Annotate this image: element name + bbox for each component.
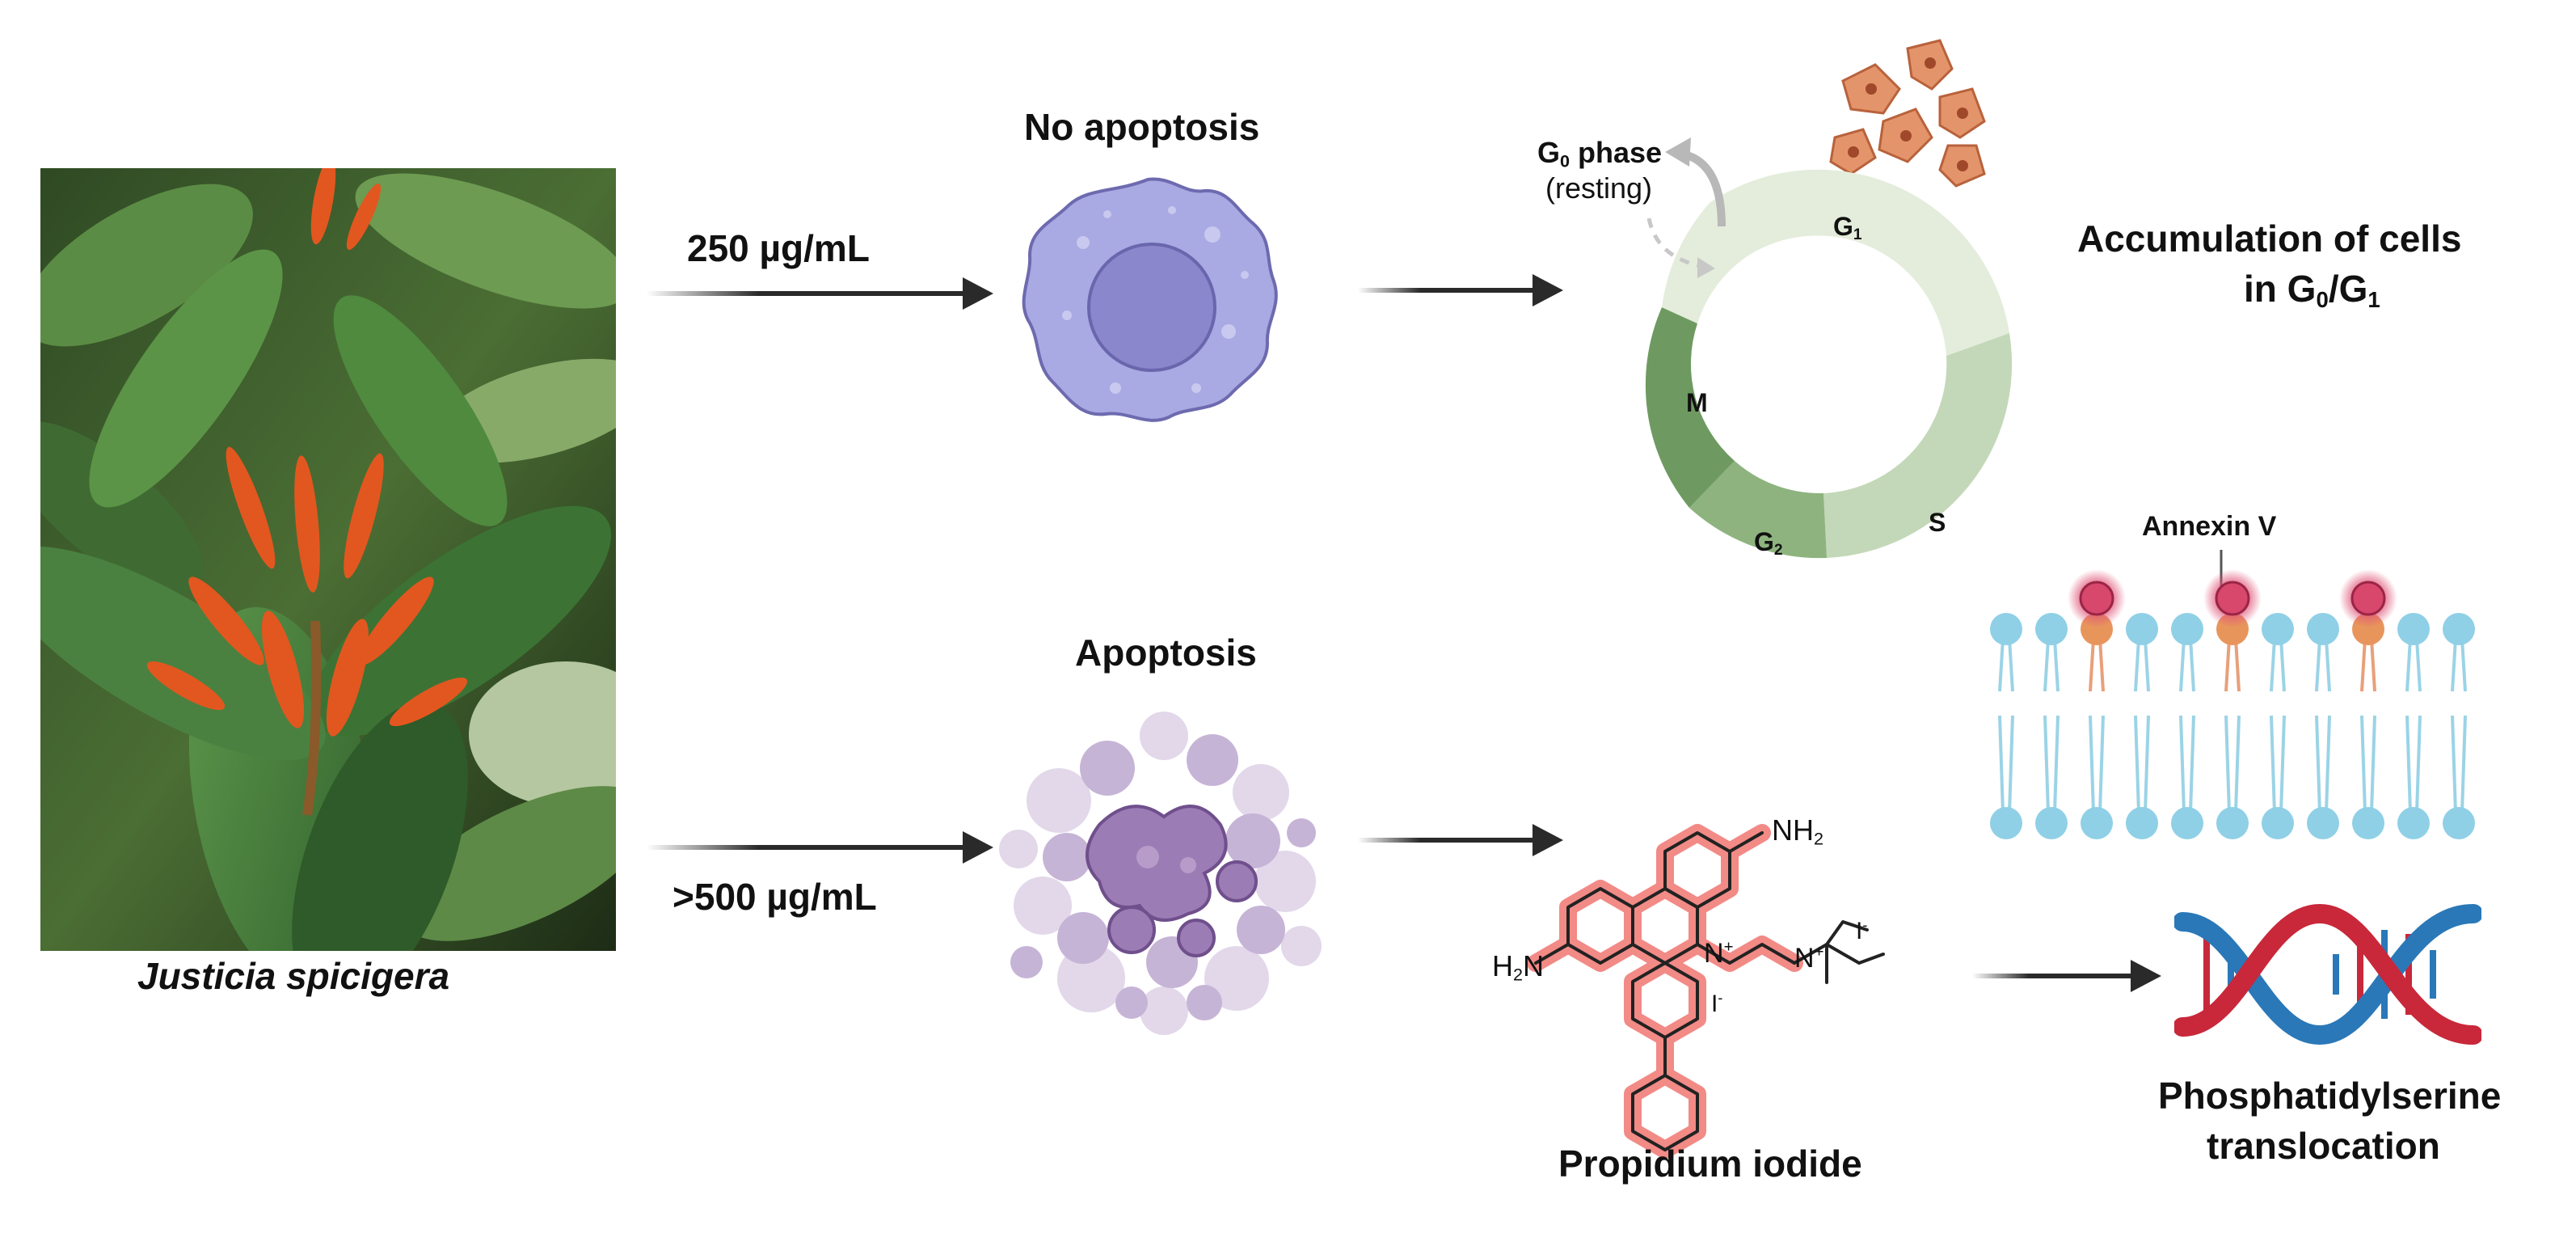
healthy-cell <box>1022 177 1278 422</box>
leaf <box>40 546 326 761</box>
cycle-label-g1: G1 <box>1833 212 1862 243</box>
plant-photo-art <box>40 168 616 951</box>
leaf <box>292 701 468 951</box>
dose-label-low: 250 µg/mL <box>687 227 870 269</box>
cell-cluster-icon <box>1829 39 1986 188</box>
molecule-label-iodide-2: I- <box>1856 917 1868 944</box>
propidium-iodide-structure <box>1527 824 1885 1159</box>
flower-cluster <box>146 168 468 737</box>
cycle-label-m: M <box>1686 388 1708 417</box>
cycle-label-s: S <box>1929 508 1946 537</box>
molecule-label-iodide-1: I- <box>1711 990 1723 1017</box>
arrow-dose-high <box>647 831 993 864</box>
molecule-label-nh2-top: NH2 <box>1772 813 1824 849</box>
molecule-label-h2n-left: H2N <box>1492 949 1545 985</box>
arrow-to-dna <box>1972 960 2161 992</box>
leaf <box>89 249 283 508</box>
cycle-segment-s <box>1823 333 2013 558</box>
apoptosis-title: Apoptosis <box>1075 632 1257 674</box>
leaf <box>333 295 508 526</box>
apoptotic-cell <box>999 712 1322 1035</box>
resting-note: (resting) <box>1545 171 1653 205</box>
plant-photo <box>40 168 616 951</box>
g0-phase-label: G0 phase <box>1537 136 1663 171</box>
plant-caption: Justicia spicigera <box>137 955 450 997</box>
lipid-bilayer <box>1990 550 2475 839</box>
arrow-to-propidium <box>1358 824 1563 856</box>
annexin-label: Annexin V <box>2142 511 2277 542</box>
no-apoptosis-title: No apoptosis <box>1024 106 1260 148</box>
dna-helix <box>2174 903 2481 1046</box>
cycle-segment-g1 <box>1710 169 2009 356</box>
arrow-to-cycle <box>1358 274 1563 306</box>
resting-arrows <box>1646 137 1726 278</box>
cell-cycle-ring <box>1645 169 2013 559</box>
accumulation-title: Accumulation of cells <box>2077 218 2462 260</box>
cycle-segment-m <box>1645 307 1735 508</box>
molecule-label-n-plus-amine: N+ <box>1794 943 1824 974</box>
cycle-segment-g2 <box>1689 461 1827 559</box>
accumulation-title-line2: in G0/G1 <box>2244 268 2380 312</box>
molecule-label-n-plus-ring: N+ <box>1704 938 1734 969</box>
arrow-dose-low <box>647 277 993 310</box>
cycle-label-g2: G2 <box>1754 527 1783 559</box>
dose-label-high: >500 µg/mL <box>672 876 877 918</box>
leaf <box>310 505 611 737</box>
annexin-v-proteins <box>2068 569 2397 627</box>
propidium-iodide-title: Propidium iodide <box>1558 1143 1862 1185</box>
dna-title-line2: translocation <box>2207 1125 2440 1167</box>
dna-title-line1: Phosphatidylserine <box>2158 1075 2502 1117</box>
